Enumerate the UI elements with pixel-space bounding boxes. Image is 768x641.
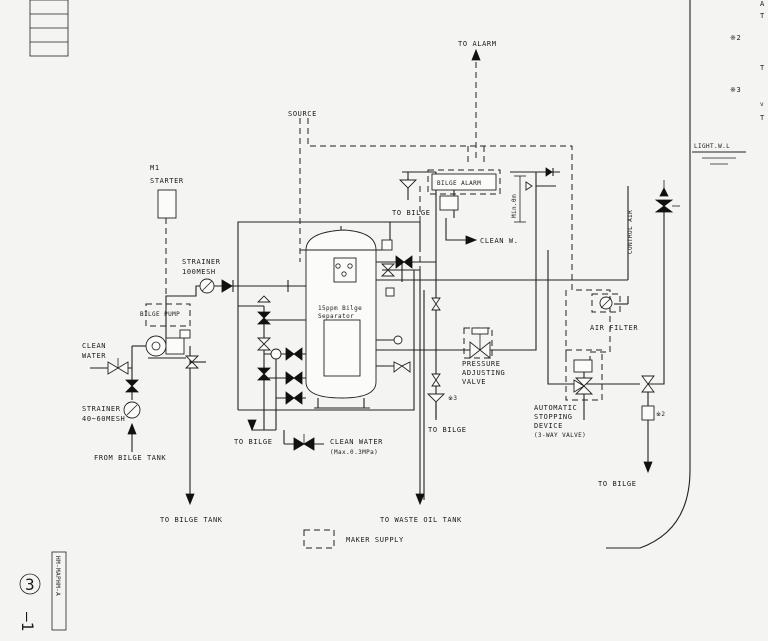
- clean-water-inlet-valve-icon: [107, 358, 129, 375]
- top-drain-funnel-icon: [398, 179, 418, 189]
- auto-stop-label-4: (3-WAY VALVE): [534, 432, 586, 439]
- strainer-100-label-1: STRAINER: [182, 258, 221, 266]
- sampling-valve-bank: [256, 295, 303, 405]
- strainer-40-label-2: 40~60MESH: [82, 415, 125, 423]
- alarm-sensor-box: [439, 195, 459, 211]
- clean-water-valve-icon: [293, 434, 315, 451]
- note-fragment-v: v: [760, 101, 764, 108]
- auto-stop-label-2: STOPPING: [534, 413, 573, 421]
- clean-w-label: CLEAN W.: [480, 237, 519, 245]
- clean-water-left-label-1: CLEAN: [82, 342, 106, 350]
- m2-label: ※2: [656, 411, 665, 418]
- separator-label-1: 15ppm Bilge: [318, 305, 362, 312]
- separator-gauge-panel: [333, 257, 357, 283]
- bilge-pump-icon: [145, 329, 191, 359]
- to-bilge-top-label: TO BILGE: [392, 209, 431, 217]
- pressure-adjusting-valve-icon: [469, 327, 491, 359]
- separator-label-2: Separator: [318, 313, 354, 320]
- page-number-circle: [19, 573, 41, 595]
- maker-supply-legend-swatch: [303, 529, 335, 549]
- m2-box: [641, 405, 655, 421]
- bilge-alarm-label: BILGE ALARM: [437, 180, 481, 187]
- to-waste-oil-tank-label: TO WASTE OIL TANK: [380, 516, 462, 524]
- from-bilge-tank-label: FROM BILGE TANK: [94, 454, 166, 462]
- side-code-label: HM-MAPHM-A: [54, 556, 61, 596]
- automatic-stopping-device-icon: [573, 359, 594, 395]
- right-stop-valve-icon: [641, 375, 655, 393]
- m3-label: ※3: [448, 395, 457, 402]
- separator-outlet-valves: [380, 239, 413, 373]
- drain-funnel-icon: [426, 393, 446, 403]
- strainer-100-label-2: 100MESH: [182, 268, 216, 276]
- strainer-40-label-1: STRAINER: [82, 405, 121, 413]
- bilge-pump-label: BILGE PUMP: [140, 311, 180, 318]
- bilge-alarm-box: [431, 173, 497, 191]
- m1-label: M1: [150, 164, 160, 172]
- to-bilge-left-label: TO BILGE: [234, 438, 273, 446]
- suction-valve-icon: [125, 379, 139, 393]
- auto-stop-label-1: AUTOMATIC: [534, 404, 577, 412]
- clean-water-bottom-label-2: (Max.0.3MPa): [330, 449, 378, 456]
- starter-label: STARTER: [150, 177, 184, 185]
- air-filter-label: AIR FILTER: [590, 324, 638, 332]
- note-mark-2: ※2: [730, 34, 741, 42]
- starter-box: [157, 189, 177, 219]
- clean-water-bottom-label-1: CLEAN WATER: [330, 438, 383, 446]
- main-piping: [90, 171, 665, 506]
- separator-inspection-window: [323, 319, 361, 377]
- note-fragment-a: A: [760, 0, 765, 8]
- note-fragment-t1: T: [760, 12, 765, 20]
- sheet-border-line: [606, 0, 691, 549]
- auto-stop-label-3: DEVICE: [534, 422, 563, 430]
- note-fragment-t2: T: [760, 64, 765, 72]
- source-label: SOURCE: [288, 110, 317, 118]
- to-bilge-tank-label: TO BILGE TANK: [160, 516, 223, 524]
- separator-vessel: [300, 226, 382, 409]
- clean-water-left-label-2: WATER: [82, 352, 106, 360]
- pressure-label-2: ADJUSTING: [462, 369, 505, 377]
- side-code-box: [51, 551, 67, 631]
- to-bilge-mid-label: TO BILGE: [428, 426, 467, 434]
- title-block-fragment: [29, 0, 69, 57]
- light-wl-label: LIGHT.W.L: [694, 143, 730, 150]
- control-air-valve-icon: [654, 180, 680, 213]
- pressure-label-3: VALVE: [462, 378, 486, 386]
- page-number-suffix: —1: [18, 612, 37, 631]
- to-alarm-label: TO ALARM: [458, 40, 497, 48]
- note-mark-3: ※3: [730, 86, 741, 94]
- maker-supply-label: MAKER SUPPLY: [346, 536, 404, 544]
- page-number: 3: [25, 575, 35, 594]
- pressure-label-1: PRESSURE: [462, 360, 501, 368]
- alarm-line-valves: [525, 167, 554, 191]
- control-air-label: CONTROL AIR: [627, 210, 634, 254]
- line-valves: [431, 297, 441, 387]
- to-bilge-right-label: TO BILGE: [598, 480, 637, 488]
- min-distance-label: Min.0m: [511, 194, 518, 218]
- pump-outlet-valve-icon: [184, 355, 206, 369]
- signal-lines: [145, 48, 621, 549]
- check-valve-icon: [221, 279, 234, 293]
- note-fragment-t3: T: [760, 114, 765, 122]
